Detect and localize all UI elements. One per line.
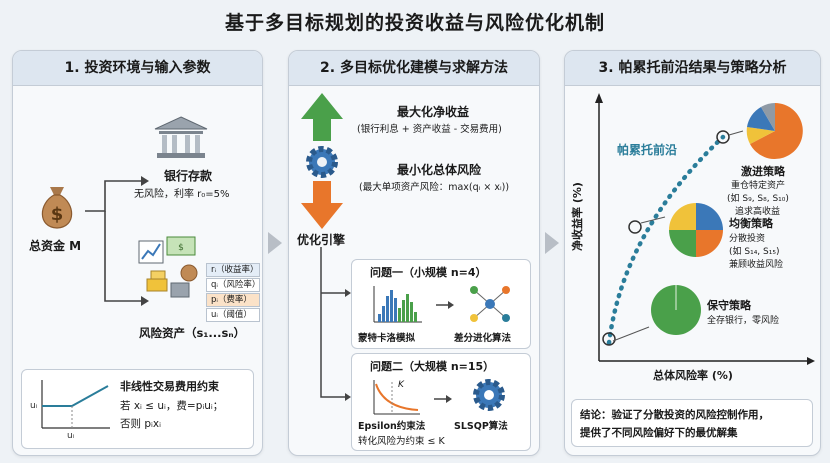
gear-icon xyxy=(473,379,505,411)
flow-arrow-2-to-3 xyxy=(545,232,559,254)
problem1-title: 问题一（小规模 n=4） xyxy=(370,266,487,279)
svg-text:$: $ xyxy=(51,204,64,225)
epsilon-note: 转化风险为约束 ≤ K xyxy=(358,436,445,447)
asset-parameter-table: rᵢ（收益率） qᵢ（风险率） pᵢ（费率） uᵢ（阈值） xyxy=(206,263,260,323)
flow-arrow-1-to-2 xyxy=(268,232,282,254)
conclusion-line2: 提供了不同风险偏好下的最优解集 xyxy=(580,427,738,439)
engine-connector xyxy=(320,247,351,401)
y-axis-label: 净收益率 (%) xyxy=(571,182,584,251)
aggressive-pie-chart xyxy=(746,103,803,159)
panel-input-parameters: 1. 投资环境与输入参数 $ 总资金 M 银行存款 无风险，利率 r₀=5% $ xyxy=(12,50,263,456)
balanced-pie-chart xyxy=(669,203,723,257)
bank-deposit-desc: 无风险，利率 r₀=5% xyxy=(134,189,230,200)
balanced-desc-1: 分散投资 xyxy=(729,234,766,244)
panel1-header: 1. 投资环境与输入参数 xyxy=(13,51,262,86)
param-threshold: uᵢ（阈值） xyxy=(206,308,260,322)
money-bag-icon: $ xyxy=(41,187,73,229)
aggressive-marker xyxy=(716,130,730,144)
histogram-icon xyxy=(373,286,422,323)
balanced-desc-2: (如 S₁₄, S₁₅) xyxy=(729,247,780,257)
conclusion-box: 结论：验证了分散投资的风险控制作用， 提供了不同风险偏好下的最优解集 xyxy=(571,399,813,447)
problem2-box: 问题二（大规模 n=15） K Epsilon约束法 SLSQP算法 转化风险为… xyxy=(351,353,531,451)
x-axis-label: 总体风险率 (%) xyxy=(653,369,733,382)
objective-arrows xyxy=(301,93,343,229)
conclusion-line1: 结论：验证了分散投资的风险控制作用， xyxy=(580,409,769,421)
arrow-icon xyxy=(436,301,454,309)
assets-icon: $ xyxy=(138,236,198,298)
monte-carlo-label: 蒙特卡洛模拟 xyxy=(358,333,416,344)
objective-min-risk-desc: (最大单项资产风险：max(qᵢ × xᵢ)) xyxy=(359,182,510,193)
optimization-engine-label: 优化引擎 xyxy=(297,233,346,247)
balanced-marker xyxy=(628,220,642,234)
gear-icon xyxy=(306,146,338,178)
total-capital-label: 总资金 M xyxy=(29,239,82,253)
fee-constraint-box: uᵢ uᵢ 非线性交易费用约束 若 xᵢ ≤ uᵢ，费=pᵢuᵢ； 否则 pᵢx… xyxy=(21,369,254,449)
svg-text:$: $ xyxy=(178,243,184,253)
network-icon xyxy=(470,286,510,322)
arrow-icon xyxy=(434,395,452,403)
pareto-front-label: 帕累托前沿 xyxy=(617,143,678,157)
fee-axis-y-label: uᵢ xyxy=(30,401,38,411)
fee-rule-line1: 若 xᵢ ≤ uᵢ，费=pᵢuᵢ； xyxy=(120,400,224,412)
param-risk-rate: qᵢ（风险率） xyxy=(206,278,260,292)
objective-max-return-desc: (银行利息 + 资产收益 - 交易费用) xyxy=(357,124,502,135)
aggressive-desc-1: 重仓特定资产 xyxy=(731,181,786,191)
balanced-title: 均衡策略 xyxy=(729,217,773,230)
epsilon-curve-icon xyxy=(373,380,420,415)
param-return-rate: rᵢ（收益率） xyxy=(206,263,260,277)
fee-rule-line2: 否则 pᵢxᵢ xyxy=(120,418,161,430)
bank-icon xyxy=(154,116,208,158)
k-label: K xyxy=(398,380,404,390)
epsilon-constraint-label: Epsilon约束法 xyxy=(358,421,426,432)
objective-min-risk-title: 最小化总体风险 xyxy=(397,163,482,177)
param-fee-rate: pᵢ（费率） xyxy=(206,293,260,307)
panel-pareto-results: 3. 帕累托前沿结果与策略分析 帕累托前沿 净收益率 (%) 总体风险率 (%)… xyxy=(564,50,821,456)
differential-evolution-label: 差分进化算法 xyxy=(454,333,512,344)
conservative-desc: 全存银行，零风险 xyxy=(707,316,780,326)
conservative-marker xyxy=(602,332,616,346)
page-title: 基于多目标规划的投资收益与风险优化机制 xyxy=(224,12,605,34)
problem2-title: 问题二（大规模 n=15） xyxy=(370,360,495,373)
aggressive-title: 激进策略 xyxy=(741,165,785,178)
fee-constraint-title: 非线性交易费用约束 xyxy=(120,380,219,393)
problem1-box: 问题一（小规模 n=4） xyxy=(351,259,531,349)
aggressive-desc-2: (如 S₉, S₈, S₁₀) xyxy=(727,194,789,204)
panel-optimization-method: 2. 多目标优化建模与求解方法 最大化净收益 (银行利息 + 资产收益 - 交易… xyxy=(288,50,540,456)
aggressive-desc-3: 追求高收益 xyxy=(735,207,781,217)
bank-deposit-title: 银行存款 xyxy=(164,169,213,183)
fee-axis-x-label: uᵢ xyxy=(67,431,75,441)
pareto-front-curve xyxy=(606,134,726,346)
balanced-desc-3: 兼顾收益风险 xyxy=(729,260,784,270)
panel2-header: 2. 多目标优化建模与求解方法 xyxy=(289,51,539,86)
risk-assets-label: 风险资产（s₁...sₙ） xyxy=(139,326,246,340)
fee-function-chart xyxy=(41,380,110,429)
panel3-header: 3. 帕累托前沿结果与策略分析 xyxy=(565,51,820,86)
slsqp-label: SLSQP算法 xyxy=(454,421,508,432)
objective-max-return-title: 最大化净收益 xyxy=(397,105,470,119)
conservative-pie-chart xyxy=(651,285,701,335)
conservative-title: 保守策略 xyxy=(707,299,751,312)
bracket-connector xyxy=(85,176,149,306)
pareto-chart xyxy=(595,93,815,365)
